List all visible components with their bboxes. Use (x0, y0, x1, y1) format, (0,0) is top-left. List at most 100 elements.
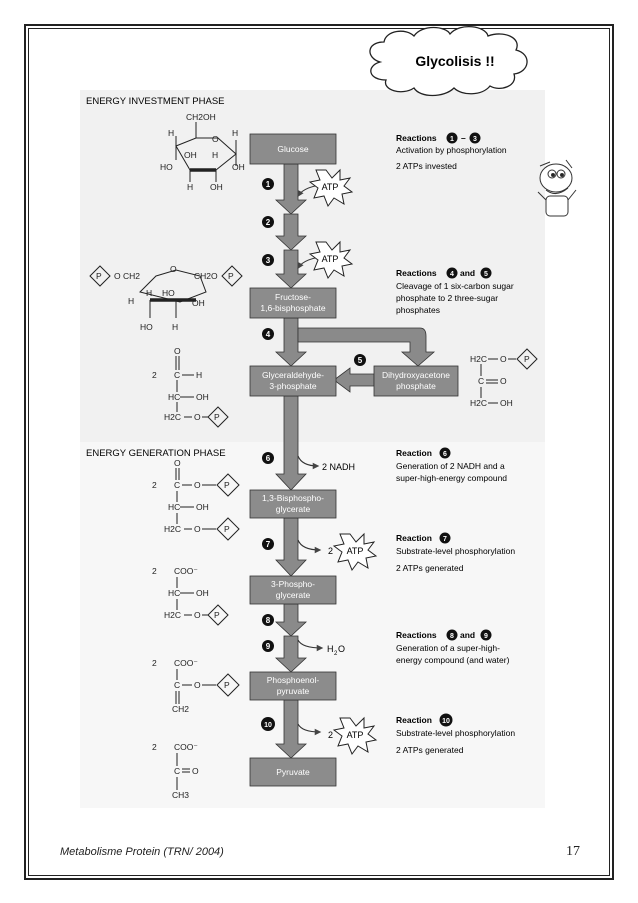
svg-text:O: O (194, 412, 201, 422)
svg-text:O: O (174, 346, 181, 356)
water-label: H 2 O (327, 644, 345, 657)
3pg-structure: 2 COO⁻ HC OH H2C O P (152, 566, 220, 620)
svg-text:and: and (460, 630, 475, 640)
atp-label: ATP (322, 254, 339, 264)
glucose-structure (175, 122, 237, 182)
svg-text:glycerate: glycerate (276, 504, 311, 514)
3pg-box (249, 575, 337, 605)
svg-text:Fructose-: Fructose- (275, 292, 311, 302)
svg-text:Reaction: Reaction (396, 715, 432, 725)
svg-text:P: P (96, 271, 102, 281)
svg-text:2: 2 (152, 742, 157, 752)
svg-text:OH: OH (196, 392, 209, 402)
svg-text:OH: OH (192, 298, 205, 308)
step-badge-2: 2 (262, 216, 274, 228)
svg-text:Glyceraldehyde-: Glyceraldehyde- (262, 370, 324, 380)
svg-text:H: H (327, 644, 334, 654)
svg-text:3: 3 (266, 256, 271, 265)
svg-text:H2C: H2C (164, 524, 181, 534)
svg-text:and: and (460, 268, 475, 278)
svg-text:HC: HC (168, 392, 180, 402)
page-number: 17 (566, 844, 580, 859)
svg-text:O: O (170, 264, 177, 274)
svg-text:H: H (212, 150, 218, 160)
step-badge-9: 9 (262, 640, 274, 652)
svg-text:C: C (174, 370, 180, 380)
g3p-structure: 2 O C H HC OH H2C O P (152, 346, 220, 422)
svg-text:CH2: CH2 (172, 704, 189, 714)
step-badge-5: 5 (354, 354, 366, 366)
svg-text:Substrate-level phosphorylatio: Substrate-level phosphorylation (396, 546, 515, 556)
dhap-box (373, 365, 459, 397)
page-border-outer (24, 24, 614, 880)
svg-text:P: P (214, 610, 220, 620)
bpg-structure: O 2 C O P HC OH H2C O P (152, 458, 230, 534)
svg-text:8: 8 (266, 616, 271, 625)
fbp-box (249, 287, 337, 319)
svg-text:O: O (212, 134, 219, 144)
svg-text:energy compound (and water): energy compound (and water) (396, 655, 510, 665)
step-badge-4: 4 (262, 328, 274, 340)
nadh-label: 2 NADH (322, 462, 355, 472)
svg-text:phosphate to 2 three-sugar: phosphate to 2 three-sugar (396, 293, 498, 303)
svg-text:O: O (194, 680, 201, 690)
svg-text:H: H (232, 128, 238, 138)
svg-text:COO⁻: COO⁻ (174, 566, 198, 576)
svg-text:H2C: H2C (470, 354, 487, 364)
svg-text:H: H (172, 322, 178, 332)
svg-text:CH2O: CH2O (194, 271, 218, 281)
svg-text:4: 4 (450, 271, 454, 278)
cartoon-character-illustration (537, 159, 577, 217)
svg-text:3-phosphate: 3-phosphate (269, 381, 317, 391)
svg-text:COO⁻: COO⁻ (174, 742, 198, 752)
reaction-note-4-5: Reactions 4 and 5 Cleavage of 1 six-carb… (396, 267, 514, 315)
pep-structure: 2 COO⁻ C O P CH2 (152, 658, 230, 714)
svg-text:Reactions: Reactions (396, 268, 437, 278)
svg-text:Reaction: Reaction (396, 533, 432, 543)
svg-text:glycerate: glycerate (276, 590, 311, 600)
g3p-bonds (175, 356, 229, 428)
svg-text:Cleavage of 1 six-carbon sugar: Cleavage of 1 six-carbon sugar (396, 281, 514, 291)
atp-label: ATP (347, 546, 364, 556)
svg-text:Substrate-level phosphorylatio: Substrate-level phosphorylation (396, 728, 515, 738)
dhap-structure: H2C O P C O H2C OH (470, 354, 530, 408)
step-badge-10: 10 (261, 717, 275, 731)
svg-text:O: O (174, 458, 181, 468)
svg-text:2: 2 (152, 480, 157, 490)
reaction-note-6: Reaction 6 Generation of 2 NADH and a su… (396, 447, 507, 483)
atp-burst-4: ATP (332, 716, 378, 756)
svg-text:C: C (174, 480, 180, 490)
pyruvate-bonds (176, 753, 190, 790)
metabolite-labels: Glucose Fructose- 1,6-bisphosphate Glyce… (260, 144, 450, 777)
3pg-bonds (176, 577, 229, 626)
svg-text:O: O (194, 524, 201, 534)
svg-text:OH: OH (184, 150, 197, 160)
svg-text:1: 1 (266, 180, 271, 189)
svg-text:O: O (194, 480, 201, 490)
reaction-note-7: Reaction 7 Substrate-level phosphorylati… (396, 532, 515, 573)
fbp-structure (89, 265, 243, 318)
pathway-arrows (274, 163, 436, 759)
svg-text:O CH2: O CH2 (114, 271, 140, 281)
svg-text:7: 7 (443, 536, 447, 543)
atp-coef-10: 2 (328, 730, 333, 740)
svg-text:O: O (500, 354, 507, 364)
svg-text:HO: HO (162, 288, 175, 298)
svg-text:–: – (461, 133, 466, 143)
svg-text:CH2OH: CH2OH (186, 112, 216, 122)
svg-text:CH3: CH3 (172, 790, 189, 800)
svg-text:C: C (478, 376, 484, 386)
svg-text:O: O (338, 644, 345, 654)
svg-text:OH: OH (500, 398, 513, 408)
svg-text:2 ATPs generated: 2 ATPs generated (396, 745, 464, 755)
svg-text:HC: HC (168, 502, 180, 512)
svg-text:O: O (194, 610, 201, 620)
g3p-box (249, 365, 337, 397)
svg-text:5: 5 (484, 271, 488, 278)
svg-text:P: P (524, 354, 530, 364)
svg-text:10: 10 (264, 722, 272, 729)
glucose-label: Glucose (277, 144, 308, 154)
page-border-inner (28, 28, 610, 876)
svg-text:COO⁻: COO⁻ (174, 658, 198, 668)
svg-text:6: 6 (443, 451, 447, 458)
